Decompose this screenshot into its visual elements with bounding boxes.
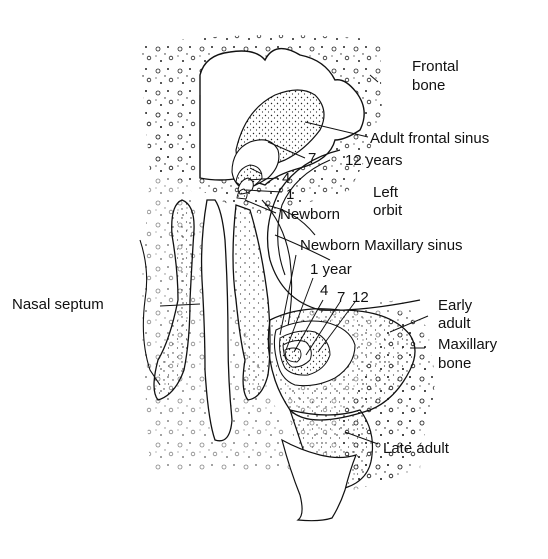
label-adult-frontal-sinus: Adult frontal sinus: [370, 130, 489, 147]
label-early-adult-line1: Early: [438, 297, 473, 314]
label-left-orbit-line1: Left: [373, 184, 399, 201]
label-max-12: 12: [352, 289, 369, 306]
label-newborn-maxillary-sinus: Newborn Maxillary sinus: [300, 237, 463, 254]
label-max-4: 4: [320, 282, 328, 299]
label-left-orbit-line2: orbit: [373, 202, 403, 219]
maxillary-sinus-1-year: [284, 347, 302, 363]
label-1-year: 1 year: [310, 261, 352, 278]
label-maxillary-bone-line2: bone: [438, 355, 471, 372]
label-12-years: 12 years: [345, 152, 403, 169]
label-maxillary-bone-line1: Maxillary: [438, 336, 498, 353]
tooth-root: [281, 438, 358, 522]
label-late-adult: Late adult: [383, 440, 450, 457]
label-newborn: Newborn: [280, 206, 340, 223]
leader-lines: [159, 74, 429, 445]
label-age-7: 7: [308, 150, 316, 167]
left-orbit-outline: [266, 149, 421, 311]
label-nasal-septum: Nasal septum: [12, 296, 104, 313]
label-frontal-bone-line2: bone: [412, 77, 445, 94]
labels: Frontal bone Adult frontal sinus 7 12 ye…: [12, 58, 498, 457]
label-age-1: 1: [286, 186, 294, 203]
label-frontal-bone-line1: Frontal: [412, 58, 459, 75]
nasal-structures: [139, 199, 331, 442]
label-age-4: 4: [282, 170, 290, 187]
label-early-adult-line2: adult: [438, 315, 471, 332]
label-max-7: 7: [337, 289, 345, 306]
